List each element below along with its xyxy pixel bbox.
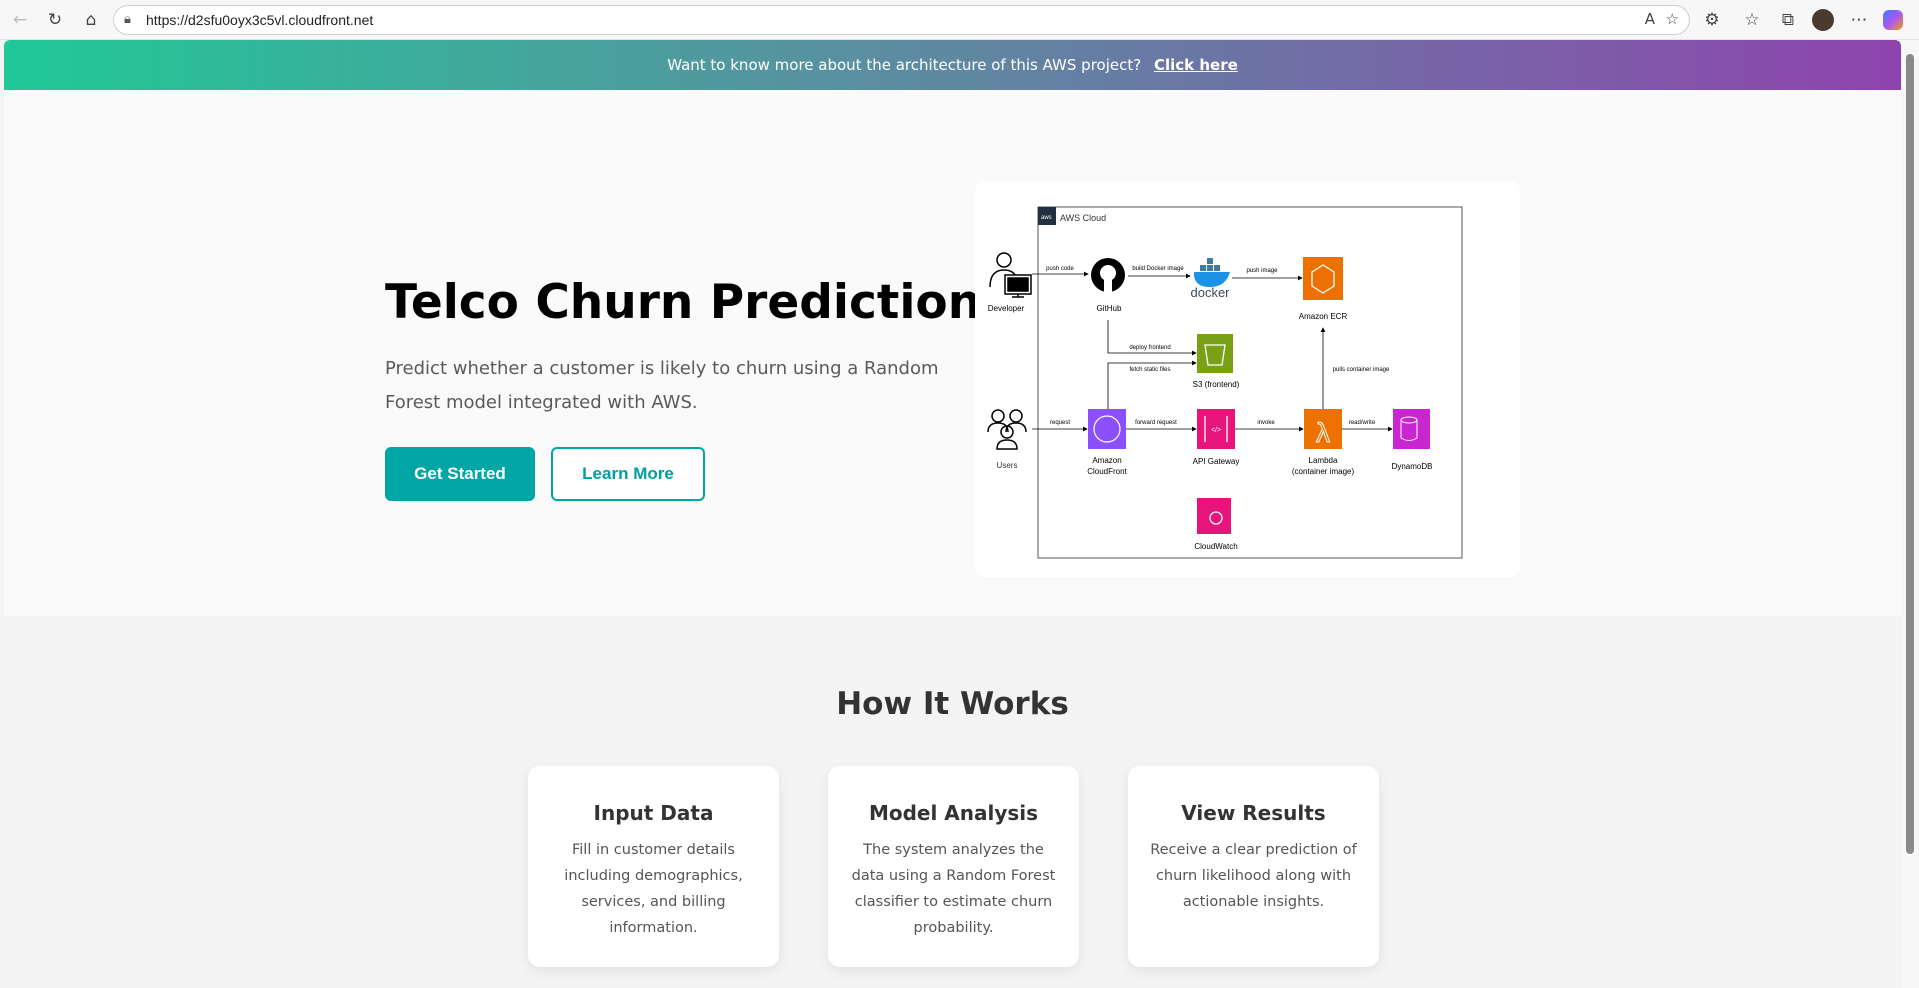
- browser-toolbar: ← ↻ ⌂ 🔒︎ https://d2sfu0oyx3c5vl.cloudfro…: [0, 0, 1919, 40]
- github-icon: [1091, 258, 1125, 292]
- aws-logo-icon: [1038, 207, 1056, 225]
- cloudfront-label-2: CloudFront: [1087, 467, 1127, 476]
- read-aloud-icon[interactable]: A: [1644, 10, 1655, 28]
- page-scrollbar[interactable]: [1901, 40, 1919, 988]
- aws-cloud-label: AWS Cloud: [1060, 213, 1106, 223]
- edge-push-code: push code: [1046, 266, 1074, 272]
- page-title: Telco Churn Prediction: [385, 275, 982, 330]
- card-text: Receive a clear prediction of churn like…: [1150, 842, 1357, 910]
- copilot-icon[interactable]: [1883, 10, 1903, 30]
- edge-deploy: deploy frontend: [1129, 345, 1170, 351]
- users-icon: [987, 409, 1027, 450]
- edge-readwrite: read/write: [1349, 420, 1376, 426]
- refresh-icon[interactable]: ↻: [47, 10, 63, 30]
- api-gateway-label: API Gateway: [1193, 457, 1240, 466]
- edge-fetch: fetch static files: [1129, 367, 1170, 373]
- card-title: View Results: [1181, 801, 1326, 825]
- how-it-works-section: How It Works Input Data Fill in customer…: [4, 616, 1901, 988]
- extensions-icon[interactable]: ⚙: [1704, 10, 1720, 30]
- aws-cloud-boundary: [1037, 206, 1463, 559]
- url-text: https://d2sfu0oyx3c5vl.cloudfront.net: [146, 12, 374, 28]
- ecr-label: Amazon ECR: [1299, 312, 1348, 321]
- card-text: The system analyzes the data using a Ran…: [851, 842, 1056, 936]
- lambda-label-2: (container image): [1292, 467, 1355, 476]
- developer-icon: [989, 252, 1032, 298]
- github-label: GitHub: [1097, 304, 1122, 313]
- home-icon[interactable]: ⌂: [85, 10, 97, 30]
- banner-text: Want to know more about the architecture…: [667, 56, 1142, 74]
- cloudwatch-icon: [1197, 498, 1231, 534]
- back-icon[interactable]: ←: [12, 10, 28, 30]
- edge-push-image: push image: [1246, 268, 1278, 274]
- favorite-star-icon[interactable]: ☆: [1665, 10, 1679, 28]
- svg-text:aws: aws: [1041, 215, 1052, 221]
- learn-more-button[interactable]: Learn More: [551, 447, 705, 501]
- scrollbar-thumb[interactable]: [1906, 54, 1914, 854]
- collections-icon[interactable]: ⧉: [1781, 10, 1795, 30]
- card-title: Model Analysis: [868, 801, 1039, 825]
- architecture-banner: Want to know more about the architecture…: [4, 40, 1901, 90]
- lambda-label-1: Lambda: [1309, 456, 1338, 465]
- diagram-arrows: [1032, 271, 1393, 432]
- lambda-icon: [1304, 409, 1342, 449]
- api-gateway-icon: [1197, 409, 1235, 449]
- edge-build: build Docker image: [1132, 266, 1184, 272]
- dynamodb-label: DynamoDB: [1392, 462, 1433, 471]
- edge-request: request: [1050, 420, 1070, 426]
- favorites-icon[interactable]: ☆: [1744, 10, 1760, 30]
- lock-icon: 🔒︎: [124, 12, 131, 27]
- step-card-results: View Results Receive a clear prediction …: [1128, 766, 1379, 967]
- docker-icon: [1194, 258, 1230, 288]
- hero-section: Telco Churn Prediction Predict whether a…: [4, 90, 1901, 616]
- cloudfront-label-1: Amazon: [1092, 456, 1121, 465]
- edge-forward: forward request: [1135, 420, 1177, 426]
- users-label: Users: [997, 461, 1018, 470]
- developer-label: Developer: [988, 304, 1025, 313]
- architecture-diagram: aws AWS Cloud Developer GitHub docker Am…: [987, 206, 1463, 559]
- svg-text:λ: λ: [1316, 417, 1330, 448]
- docker-label: docker: [1190, 285, 1230, 300]
- edge-invoke: invoke: [1257, 420, 1275, 426]
- cloudwatch-label: CloudWatch: [1194, 542, 1237, 551]
- architecture-diagram-card: [975, 181, 1520, 577]
- address-bar[interactable]: 🔒︎ https://d2sfu0oyx3c5vl.cloudfront.net…: [113, 5, 1690, 35]
- edge-pulls: pulls container image: [1333, 367, 1390, 373]
- step-card-analysis: Model Analysis The system analyzes the d…: [828, 766, 1079, 967]
- hero-description: Predict whether a customer is likely to …: [385, 358, 939, 413]
- section-title: How It Works: [836, 686, 1069, 722]
- card-text: Fill in customer details including demog…: [564, 842, 743, 936]
- step-card-input: Input Data Fill in customer details incl…: [528, 766, 779, 967]
- dynamodb-icon: [1393, 409, 1430, 449]
- profile-avatar[interactable]: [1812, 9, 1834, 31]
- more-menu-icon[interactable]: ⋯: [1850, 10, 1868, 30]
- card-title: Input Data: [593, 801, 714, 825]
- s3-bucket-icon: [1197, 334, 1233, 373]
- banner-link[interactable]: Click here: [1153, 56, 1238, 74]
- s3-label: S3 (frontend): [1193, 380, 1240, 389]
- get-started-button[interactable]: Get Started: [385, 447, 535, 501]
- svg-text:</>: </>: [1211, 427, 1221, 434]
